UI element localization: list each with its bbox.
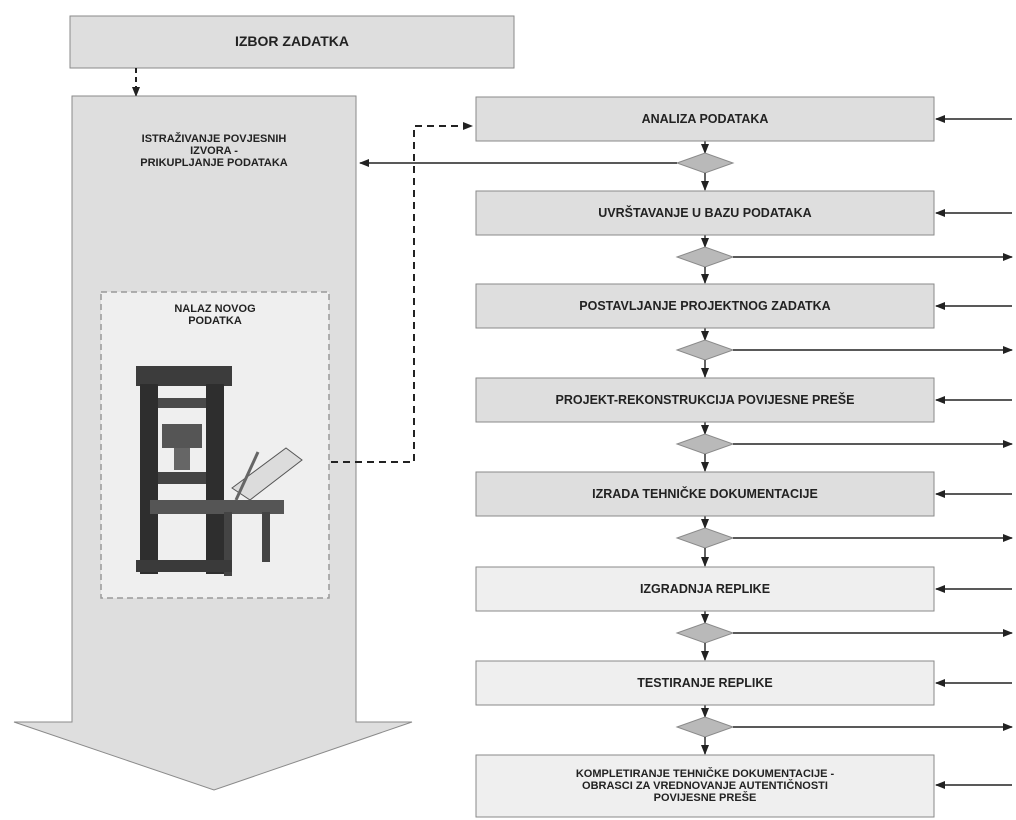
step-box-3 — [475, 283, 935, 329]
step-8-label: KOMPLETIRANJE TEHNIČKE DOKUMENTACIJE - O… — [575, 767, 835, 805]
step-boxes — [475, 96, 935, 818]
step-2-label: UVRŠTAVANJE U BAZU PODATAKA — [598, 206, 812, 220]
step-3-label: POSTAVLJANJE PROJEKTNOG ZADATKA — [579, 299, 831, 313]
step-box-4 — [475, 377, 935, 423]
decision-diamond-1 — [675, 152, 735, 174]
dashed-link-discovery-to-analysis — [331, 122, 473, 463]
left-column-title: ISTRAŽIVANJE POVJESNIH IZVORA - PRIKUPLJ… — [140, 132, 288, 170]
step-4-label: PROJEKT-REKONSTRUKCIJA POVIJESNE PREŠE — [555, 393, 855, 407]
step-6-label: IZGRADNJA REPLIKE — [639, 582, 771, 596]
step-7-label: TESTIRANJE REPLIKE — [637, 676, 773, 690]
step-box-8 — [475, 754, 935, 818]
decision-diamond-6 — [675, 622, 735, 644]
step-box-6 — [475, 566, 935, 612]
step-1-label: ANALIZA PODATAKA — [641, 112, 769, 126]
discovery-box-label: NALAZ NOVOG PODATKA — [174, 302, 256, 327]
decision-diamond-4 — [675, 433, 735, 455]
step-box-5 — [475, 471, 935, 517]
top-box — [69, 15, 515, 69]
step-box-7 — [475, 660, 935, 706]
decision-diamond-3 — [675, 339, 735, 361]
step-5-label: IZRADA TEHNIČKE DOKUMENTACIJE — [592, 487, 818, 501]
top-box-label: IZBOR ZADATKA — [234, 33, 350, 50]
decision-diamond-7 — [675, 716, 735, 738]
step-box-2 — [475, 190, 935, 236]
decision-diamond-2 — [675, 246, 735, 268]
flow-lines — [331, 115, 1013, 789]
decision-diamond-5 — [675, 527, 735, 549]
printing-press-image — [136, 366, 303, 576]
step-box-1 — [475, 96, 935, 142]
